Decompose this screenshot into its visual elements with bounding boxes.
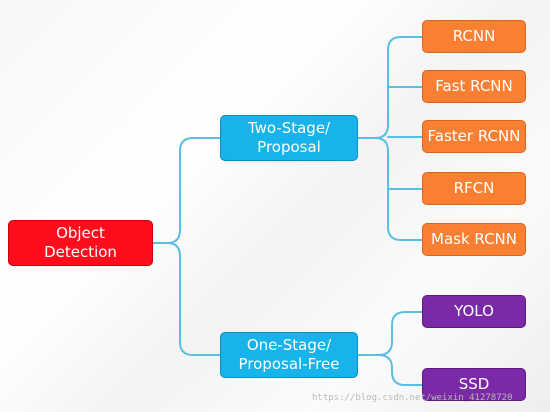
rcnn-label: RCNN <box>452 26 496 45</box>
rfcn-label: RFCN <box>453 178 495 197</box>
object-detection-node: Object Detection <box>8 220 153 266</box>
faster-rcnn-node: Faster RCNN <box>422 120 526 153</box>
object-detection-label: Object Detection <box>44 223 117 262</box>
root-connector-lower <box>166 242 221 356</box>
faster-rcnn-label: Faster RCNN <box>427 126 521 145</box>
root-connector <box>152 137 221 244</box>
fast-rcnn-label: Fast RCNN <box>435 76 513 95</box>
one-stage-node: One-Stage/ Proposal-Free <box>220 332 358 378</box>
ssd-node: SSD <box>422 368 526 401</box>
one-stage-label: One-Stage/ Proposal-Free <box>238 335 340 374</box>
one-stage-connector <box>357 311 423 356</box>
watermark-url: https://blog.csdn.net/weixin_41278720 <box>312 393 513 403</box>
two-stage-node: Two-Stage/ Proposal <box>220 115 358 161</box>
yolo-label: YOLO <box>454 301 494 320</box>
mask-rcnn-label: Mask RCNN <box>431 229 517 248</box>
fast-rcnn-node: Fast RCNN <box>422 70 526 103</box>
rfcn-node: RFCN <box>422 172 526 205</box>
two-stage-label: Two-Stage/ Proposal <box>247 118 331 157</box>
ssd-label: SSD <box>458 374 490 393</box>
yolo-node: YOLO <box>422 295 526 328</box>
rcnn-node: RCNN <box>422 20 526 53</box>
mask-rcnn-node: Mask RCNN <box>422 223 526 256</box>
